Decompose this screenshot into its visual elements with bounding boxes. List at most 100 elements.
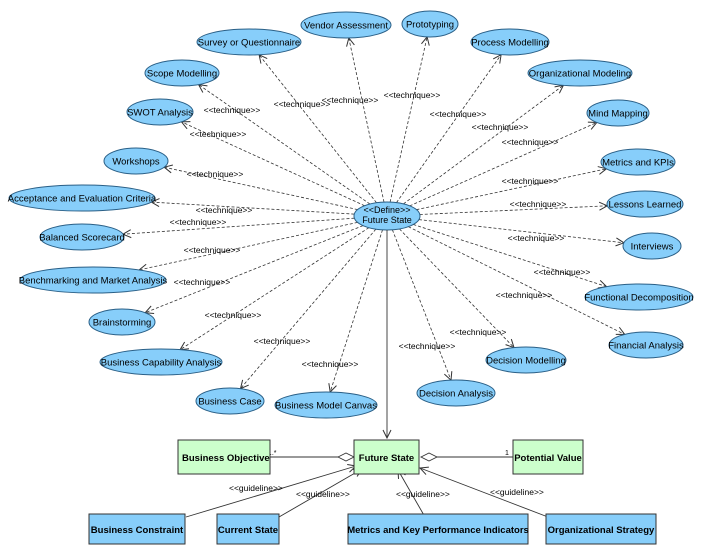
use-case-ellipse[interactable]	[126, 98, 194, 126]
technique-edge-mind-mapping	[409, 123, 597, 207]
use-case-workshops[interactable]: Workshops	[103, 147, 169, 175]
use-case-ellipse[interactable]	[144, 59, 220, 87]
box-business-objective[interactable]: Business Objective	[177, 439, 271, 475]
use-case-label: Process Modelling	[471, 38, 549, 49]
use-case-swot-analysis[interactable]: SWOT Analysis	[126, 98, 194, 126]
center-use-case-future-state[interactable]: <<Define>> Future State	[353, 201, 421, 231]
technique-edge-label: <<technique>>	[204, 105, 261, 115]
use-case-ellipse[interactable]	[416, 379, 496, 407]
use-case-ellipse[interactable]	[274, 391, 378, 419]
technique-edge-balanced-scorecard	[123, 217, 355, 234]
technique-edge-label: <<technique>>	[384, 90, 441, 100]
technique-edge-business-model-canvas	[330, 229, 383, 392]
use-case-decision-analysis[interactable]: Decision Analysis	[416, 379, 496, 407]
box-label: Business Constraint	[91, 525, 184, 536]
technique-edge-acceptance-and-evaluation-criteria	[151, 202, 355, 215]
box-label: Current State	[218, 525, 278, 536]
use-case-ellipse[interactable]	[300, 11, 392, 39]
use-case-mind-mapping[interactable]: Mind Mapping	[586, 99, 650, 127]
box-future-state[interactable]: Future State	[353, 439, 420, 475]
center-name: Future State	[362, 215, 412, 225]
technique-edge-labels: <<technique>> <<technique>> <<technique>> <…	[170, 90, 591, 369]
box-organizational-strategy[interactable]: Organizational Strategy	[545, 513, 657, 545]
technique-edge-label: <<technique>>	[184, 245, 241, 255]
use-case-ellipse[interactable]	[99, 348, 223, 376]
aggregation-value: 1	[419, 450, 513, 462]
technique-edge-label: <<technique>>	[510, 199, 567, 209]
use-case-ellipse[interactable]	[608, 331, 684, 359]
technique-edge-label: <<technique>>	[502, 137, 559, 147]
use-case-label: Business Capability Analysis	[101, 358, 222, 369]
use-case-ellipse[interactable]	[103, 147, 169, 175]
use-case-label: Survey or Questionnaire	[198, 38, 300, 49]
use-case-label: Business Case	[198, 397, 261, 408]
use-case-ellipse[interactable]	[196, 28, 302, 56]
box-label: Organizational Strategy	[548, 525, 655, 536]
technique-edge-vendor-assessment	[349, 38, 385, 203]
use-case-ellipse[interactable]	[584, 283, 694, 311]
use-case-survey-or-questionnaire[interactable]: Survey or Questionnaire	[196, 28, 302, 56]
box-potential-value[interactable]: Potential Value	[512, 439, 584, 475]
technique-edge-brainstorming	[145, 225, 364, 313]
use-case-ellipse[interactable]	[401, 10, 459, 38]
use-case-ellipse[interactable]	[527, 59, 633, 87]
use-case-label: SWOT Analysis	[127, 108, 193, 119]
use-case-balanced-scorecard[interactable]: Balanced Scorecard	[39, 223, 125, 251]
use-case-label: Organizational Modeling	[529, 69, 631, 80]
box-current-state[interactable]: Current State	[216, 513, 280, 545]
use-case-acceptance-and-evaluation-criteria[interactable]: Acceptance and Evaluation Criteria	[8, 184, 157, 212]
technique-edge-label: <<technique>>	[450, 327, 507, 337]
use-case-process-modelling[interactable]: Process Modelling	[470, 28, 550, 56]
use-case-ellipse[interactable]	[195, 387, 265, 415]
technique-edge-label: <<technique>>	[170, 217, 227, 227]
use-case-ellipse[interactable]	[8, 184, 156, 212]
multiplicity-objective: 1..*	[266, 450, 277, 457]
technique-edge-benchmarking-and-market-analysis	[139, 222, 358, 270]
technique-edge-survey-or-questionnaire	[259, 55, 377, 203]
use-case-label: Decision Analysis	[419, 389, 493, 400]
multiplicity-value: 1	[505, 450, 509, 457]
guideline-label: <<guideline>>	[396, 489, 450, 499]
use-case-ellipse[interactable]	[600, 148, 676, 176]
use-case-scope-modelling[interactable]: Scope Modelling	[144, 59, 220, 87]
use-case-business-case[interactable]: Business Case	[195, 387, 265, 415]
use-case-label: Functional Decomposition	[584, 293, 693, 304]
technique-edge-label: <<technique>>	[502, 176, 559, 186]
use-case-functional-decomposition[interactable]: Functional Decomposition	[584, 283, 694, 311]
technique-edge-label: <<technique>>	[187, 169, 244, 179]
use-case-ellipse[interactable]	[606, 190, 684, 218]
technique-edge-label: <<technique>>	[399, 341, 456, 351]
use-case-business-model-canvas[interactable]: Business Model Canvas	[274, 391, 378, 419]
use-case-ellipse[interactable]	[485, 346, 567, 374]
use-case-ellipse[interactable]	[470, 28, 550, 56]
technique-edge-process-modelling	[396, 55, 502, 203]
use-case-ellipse[interactable]	[88, 308, 156, 336]
box-business-constraint[interactable]: Business Constraint	[88, 513, 186, 545]
use-case-prototyping[interactable]: Prototyping	[401, 10, 459, 38]
use-case-benchmarking-and-market-analysis[interactable]: Benchmarking and Market Analysis	[19, 266, 168, 294]
technique-edge-functional-decomposition	[413, 224, 606, 287]
technique-edge-label: <<technique>>	[254, 336, 311, 346]
use-case-financial-analysis[interactable]: Financial Analysis	[608, 331, 684, 359]
use-case-interviews[interactable]: Interviews	[622, 232, 682, 260]
use-case-ellipse[interactable]	[19, 266, 167, 294]
use-case-label: Vendor Assessment	[304, 21, 388, 32]
use-case-organizational-modeling[interactable]: Organizational Modeling	[527, 59, 633, 87]
guideline-label: <<guideline>>	[296, 489, 350, 499]
use-case-ellipse[interactable]	[622, 232, 682, 260]
use-case-ellipse[interactable]	[586, 99, 650, 127]
use-case-vendor-assessment[interactable]: Vendor Assessment	[300, 11, 392, 39]
box-metrics-kpi[interactable]: Metrics and Key Performance Indicators	[347, 513, 529, 545]
use-case-label: Financial Analysis	[608, 341, 684, 352]
use-case-business-capability-analysis[interactable]: Business Capability Analysis	[99, 348, 223, 376]
use-case-decision-modelling[interactable]: Decision Modelling	[485, 346, 567, 374]
use-case-brainstorming[interactable]: Brainstorming	[88, 308, 156, 336]
use-case-ellipse[interactable]	[39, 223, 125, 251]
use-case-metrics-and-kpis[interactable]: Metrics and KPIs	[600, 148, 676, 176]
guideline-lines	[185, 466, 549, 518]
technique-edge-organizational-modeling	[403, 85, 563, 205]
use-case-lessons-learned[interactable]: Lessons Learned	[606, 190, 684, 218]
box-label: Potential Value	[514, 453, 582, 464]
